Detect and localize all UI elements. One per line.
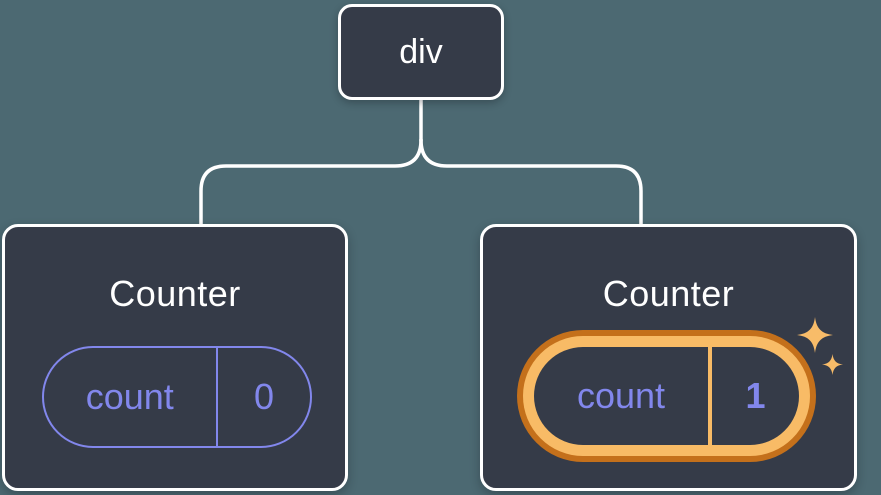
state-value: 0 (253, 376, 275, 417)
component-card-counter-right: Counter count 1 (480, 224, 857, 491)
component-title: Counter (109, 273, 241, 314)
state-pill-highlight-ring: count 1 (517, 330, 816, 462)
state-key-label: count (576, 375, 666, 416)
state-pill-divider (215, 348, 218, 446)
component-title: Counter (602, 273, 735, 314)
connector-branch-right (419, 138, 643, 226)
root-node-label: div (399, 32, 443, 71)
state-pill: count 0 (42, 346, 312, 448)
sparkles-icon (797, 317, 843, 375)
component-card-counter-left: Counter count 0 (2, 224, 348, 491)
connector-branch-left (199, 138, 423, 226)
sparkle-large-icon (797, 317, 833, 353)
state-pill-divider (708, 347, 712, 445)
state-value: 1 (745, 375, 766, 416)
state-pill-highlight-ring-inner: count 1 (523, 336, 810, 456)
root-node: div (338, 4, 504, 100)
state-key-label: count (85, 376, 174, 417)
state-pill: count 1 (534, 347, 799, 445)
sparkle-small-icon (822, 354, 843, 375)
